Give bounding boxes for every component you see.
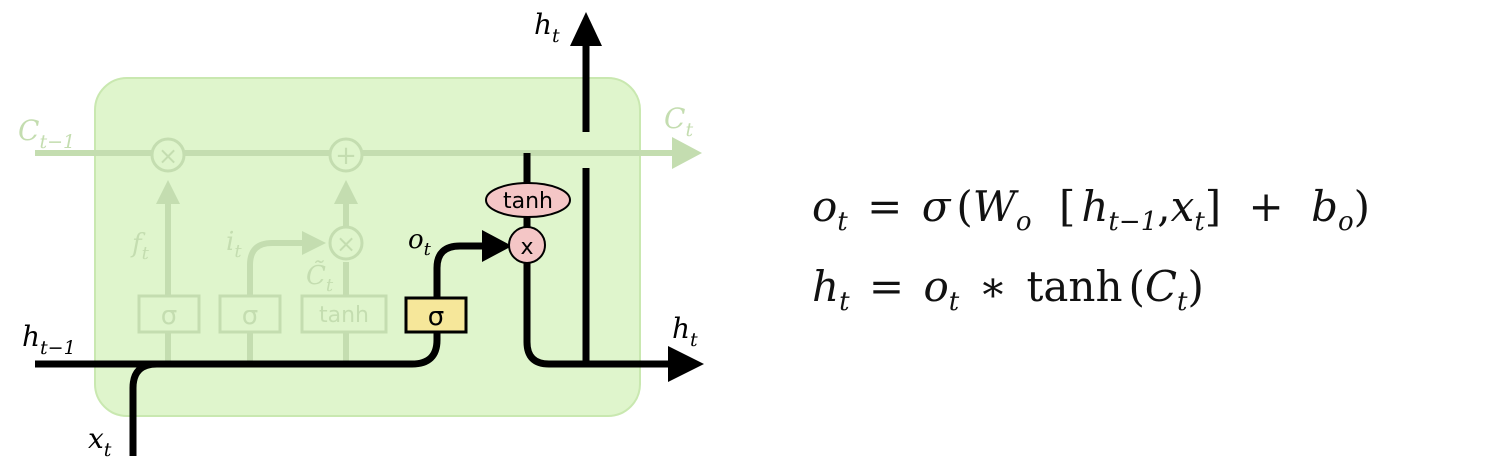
eq1-plus: + — [1248, 182, 1284, 231]
label-c-t: Ct — [664, 102, 693, 141]
candidate-gate-box — [300, 294, 388, 334]
cell-tanh-op — [485, 182, 571, 218]
eq1-rparen: ) — [1353, 182, 1371, 231]
label-i-t: it — [226, 227, 242, 262]
forget-gate-label: σ — [161, 301, 177, 331]
eq1-rbrack: ] — [1204, 182, 1222, 231]
faded-arrowheads — [156, 137, 702, 255]
label-h-prev: ht−1 — [22, 320, 76, 359]
eq2-lhs-sub: t — [839, 287, 850, 318]
cell-add-symbol: + — [335, 141, 357, 171]
input-path — [247, 240, 306, 362]
output-mult-op — [508, 226, 546, 264]
eq1-comma: , — [1157, 182, 1171, 231]
forget-arrowhead — [156, 180, 180, 204]
eq1-lbrack: [ — [1058, 182, 1076, 231]
output-gate-label: σ — [428, 302, 444, 332]
eq1-b-sub: o — [1337, 207, 1354, 238]
eq2-o-sub: t — [948, 287, 960, 318]
eq1-h-sub: t−1 — [1108, 207, 1158, 238]
eq1-h: h — [1081, 182, 1109, 231]
eq1-x-sub: t — [1194, 207, 1205, 238]
cell-state-arrowhead — [672, 137, 702, 169]
eq2-c-sub: t — [1177, 287, 1188, 318]
label-h-t-right: ht — [672, 312, 698, 351]
output-gate-to-mult — [433, 242, 488, 298]
label-c-prev: Ct−1 — [18, 114, 75, 153]
equation-output-gate: ot = σ(Wo [ht−1,xt] + bo) — [812, 182, 1371, 235]
output-mult-symbol: x — [520, 235, 533, 260]
eq2-star: ∗ — [978, 262, 1008, 311]
output-gate-arrowhead — [482, 230, 512, 262]
eq2-o: o — [923, 262, 949, 311]
equation-hidden-state: ht = ot ∗ tanh(Ct) — [812, 262, 1204, 315]
input-arrowhead — [302, 231, 326, 255]
eq1-sigma: σ — [921, 182, 951, 231]
active-arrowheads — [482, 12, 704, 382]
eq2-lhs: h — [812, 262, 840, 311]
label-o-t: ot — [408, 225, 432, 260]
eq1-w-sub: o — [1015, 207, 1032, 238]
eq2-equals: = — [868, 262, 905, 311]
active-paths — [35, 42, 672, 456]
candidate-gate-label: tanh — [319, 303, 369, 328]
eq1-x: x — [1170, 182, 1195, 231]
label-h-t-top: ht — [534, 8, 560, 47]
forget-mult-op — [150, 137, 186, 173]
h-t-up-arrowhead — [570, 12, 602, 46]
label-c-tilde: C̃t — [306, 260, 334, 296]
eq1-lhs: o — [812, 182, 838, 231]
eq1-lparen: ( — [956, 182, 973, 231]
input-gate-label: σ — [242, 301, 258, 331]
h-prev-line — [35, 332, 441, 368]
x-t-line — [129, 360, 158, 456]
eq1-equals: = — [867, 182, 903, 231]
add-arrowhead — [334, 180, 358, 204]
output-gate-box — [404, 296, 468, 334]
input-mult-op — [328, 225, 364, 261]
forget-gate-box — [137, 294, 201, 334]
input-gate-box — [218, 294, 282, 334]
cell-tanh-label: tanh — [503, 189, 553, 214]
faded-ops: × + × — [150, 137, 364, 261]
input-mult-symbol: × — [336, 230, 356, 258]
eq2-rparen: ) — [1187, 262, 1204, 311]
eq2-lparen: ( — [1128, 262, 1145, 311]
forget-mult-symbol: × — [158, 142, 178, 170]
eq1-w: W — [972, 182, 1016, 231]
eq2-c: C — [1144, 262, 1178, 311]
eq1-b: b — [1311, 182, 1338, 231]
mult-to-output — [523, 262, 672, 368]
eq2-tanh: tanh — [1026, 262, 1123, 311]
label-x-t: xt — [88, 422, 112, 461]
cell-add-op — [328, 137, 364, 173]
eq1-lhs-sub: t — [837, 207, 848, 238]
faded-gates: σ σ tanh — [137, 294, 388, 334]
h-t-right-arrowhead — [668, 346, 704, 382]
